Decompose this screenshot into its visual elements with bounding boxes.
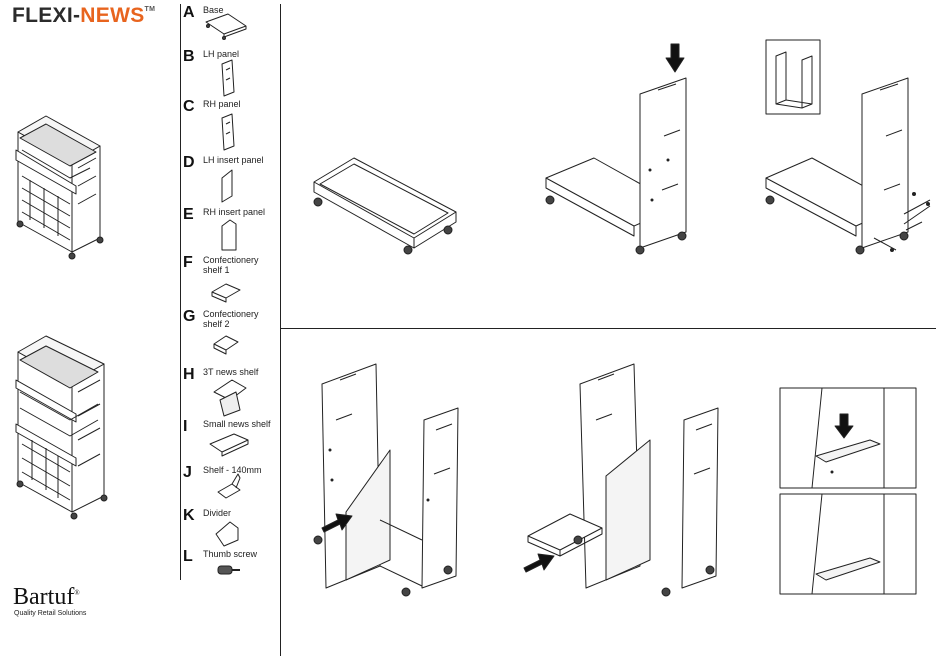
part-f-confectionery-shelf-1-thumb xyxy=(212,284,240,302)
assembled-unit-bottom-image xyxy=(16,336,107,519)
step-4-insert-panel-illustration xyxy=(314,364,458,596)
part-b-lh-panel-thumb xyxy=(222,60,234,96)
part-g-confectionery-shelf-2-thumb xyxy=(214,336,238,354)
part-d-lh-insert-thumb xyxy=(222,170,232,202)
part-a-base-thumb xyxy=(206,14,246,40)
step-5-shelf-illustration xyxy=(528,364,718,596)
detail-frame-1 xyxy=(780,388,916,488)
part-h-3t-news-shelf-thumb xyxy=(214,380,246,416)
detail-frame-2 xyxy=(780,494,916,594)
part-j-shelf-140mm-thumb xyxy=(218,474,240,498)
part-l-thumb-screw-thumb xyxy=(218,566,240,574)
step-3-inset-frame xyxy=(766,40,820,114)
step-1-base-illustration xyxy=(314,158,456,254)
step-2-down-arrow-icon xyxy=(666,44,684,72)
part-e-rh-insert-thumb xyxy=(222,220,236,250)
part-c-rh-panel-thumb xyxy=(222,114,234,150)
assembled-unit-top-image xyxy=(16,116,103,259)
part-i-small-news-shelf-thumb xyxy=(210,434,248,456)
step-5-right-arrow-icon xyxy=(524,554,554,572)
step-2-lh-panel-illustration xyxy=(546,78,686,254)
part-k-divider-thumb xyxy=(216,522,238,546)
